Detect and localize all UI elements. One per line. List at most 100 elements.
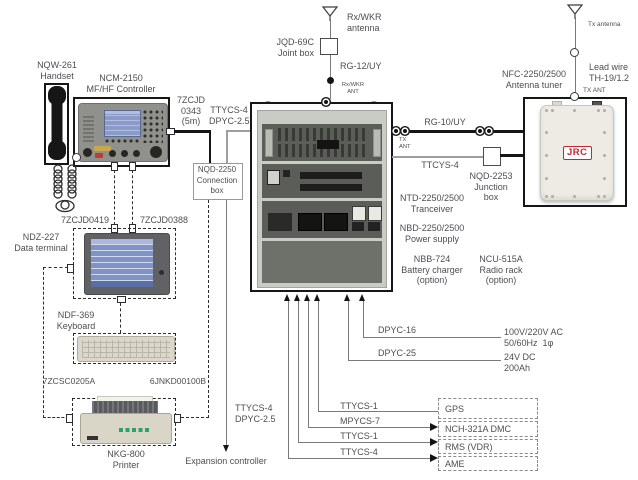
dmc-box: NCH-321A DMC [438, 421, 538, 437]
rg10-connector-dot-2 [403, 129, 407, 133]
printer-lid [92, 401, 158, 415]
controller-main-knob [150, 146, 162, 158]
keyboard-device [77, 336, 175, 362]
rack-handle [373, 129, 381, 157]
dmc-arrow-right [430, 423, 438, 431]
gps-cable-vertical [318, 301, 319, 411]
terminal-keyboard-cable [120, 303, 121, 333]
cable-0419-label: 7ZCJD0419 [60, 215, 110, 225]
cable-00100b-label: 6JNKD00100B [149, 376, 207, 386]
controller-button-1 [109, 150, 116, 157]
rack-psu-switch [283, 170, 290, 177]
cable-0343-horizontal [174, 130, 211, 133]
cable-0205a-seg-top [43, 267, 68, 268]
rack-rx-ant-terminal-dot [324, 100, 328, 104]
rack-input-arrow-1 [284, 294, 291, 301]
rack-transceiver-module [262, 124, 382, 161]
cable-00100b-vertical [208, 200, 209, 418]
rack-charger-module [262, 201, 382, 238]
ame-arrow-right [430, 454, 438, 462]
printer-right-connector [174, 414, 181, 423]
rack-vent-upper [278, 128, 368, 141]
data-terminal-device [84, 233, 170, 295]
controller-device [78, 103, 168, 162]
gps-cable-horizontal [318, 411, 438, 412]
cable-0388-label: 7ZCJD0388 [139, 215, 189, 225]
controller-speaker-grille [83, 114, 94, 142]
rack-psu-slot-1 [300, 172, 362, 179]
rack-vent-lower [278, 144, 368, 157]
lead-insulator-circle [570, 48, 579, 57]
rms-arrow-right [430, 438, 438, 446]
cable-ttycs4-top-vertical [226, 130, 228, 163]
junction-box [483, 147, 501, 166]
data-terminal-screen [91, 239, 153, 287]
connection-box [193, 163, 243, 200]
ame-box: AME [438, 456, 538, 471]
cable-0388-line [132, 170, 133, 225]
gps-box: GPS [438, 398, 538, 419]
rg12-cable-label: RG-12/UY [340, 61, 382, 71]
dmc-cable-horizontal [308, 427, 430, 428]
rack-charger-breaker-2 [324, 213, 348, 231]
tx-ant-tuner-port-circle [570, 92, 579, 101]
ttycs1-gps-label: TTYCS-1 [340, 401, 378, 411]
rack-display-window [317, 140, 339, 149]
controller-button-3 [133, 150, 140, 157]
controller-yellow-label [94, 146, 111, 151]
keyboard-box [73, 333, 176, 364]
printer-slot [87, 436, 98, 440]
rack-input-arrow-2 [294, 294, 301, 301]
rack-device [257, 110, 387, 288]
joint-box [320, 38, 338, 55]
ttcys4-cable-line [392, 156, 483, 158]
tuner-device: JRC [540, 105, 614, 201]
rack-psu-connector [267, 170, 280, 185]
rack-input-arrow-6 [359, 294, 366, 301]
printer-left-connector [66, 414, 73, 423]
rack-power-supply-module [262, 164, 382, 198]
rg10-connector-dot-3 [478, 129, 482, 133]
handset-icon [47, 86, 67, 165]
dpyc25-vertical [348, 301, 349, 360]
rack-handle [265, 129, 273, 157]
expansion-arrow-down [222, 445, 229, 452]
rack-blank-panel [262, 241, 382, 283]
cable-0205a-seg-bottom [43, 417, 69, 418]
controller-lcd-screen [104, 110, 141, 137]
controller-button-2 [121, 150, 128, 157]
dpyc16-label: DPYC-16 [378, 325, 417, 335]
handset-plug-circle [72, 153, 81, 162]
controller-left-knob [83, 148, 92, 157]
controller-distress-button [95, 153, 103, 158]
rack-meter-base-1 [352, 222, 364, 231]
rx-cable-junction-dot [327, 77, 334, 84]
cable-0419-line [114, 170, 115, 225]
rms-box: RMS (VDR) [438, 439, 538, 454]
rack-input-arrow-3 [304, 294, 311, 301]
rack-input-arrow-4 [314, 294, 321, 301]
dpyc25-horizontal [348, 360, 501, 361]
rack-meter-2 [368, 206, 382, 221]
junction-to-tuner-line [500, 154, 523, 157]
dpyc16-horizontal [363, 337, 501, 338]
printer-buttons [119, 428, 150, 432]
ttycs4-ame-label: TTYCS-4 [340, 447, 378, 457]
tuner-jrc-logo: JRC [563, 146, 592, 160]
